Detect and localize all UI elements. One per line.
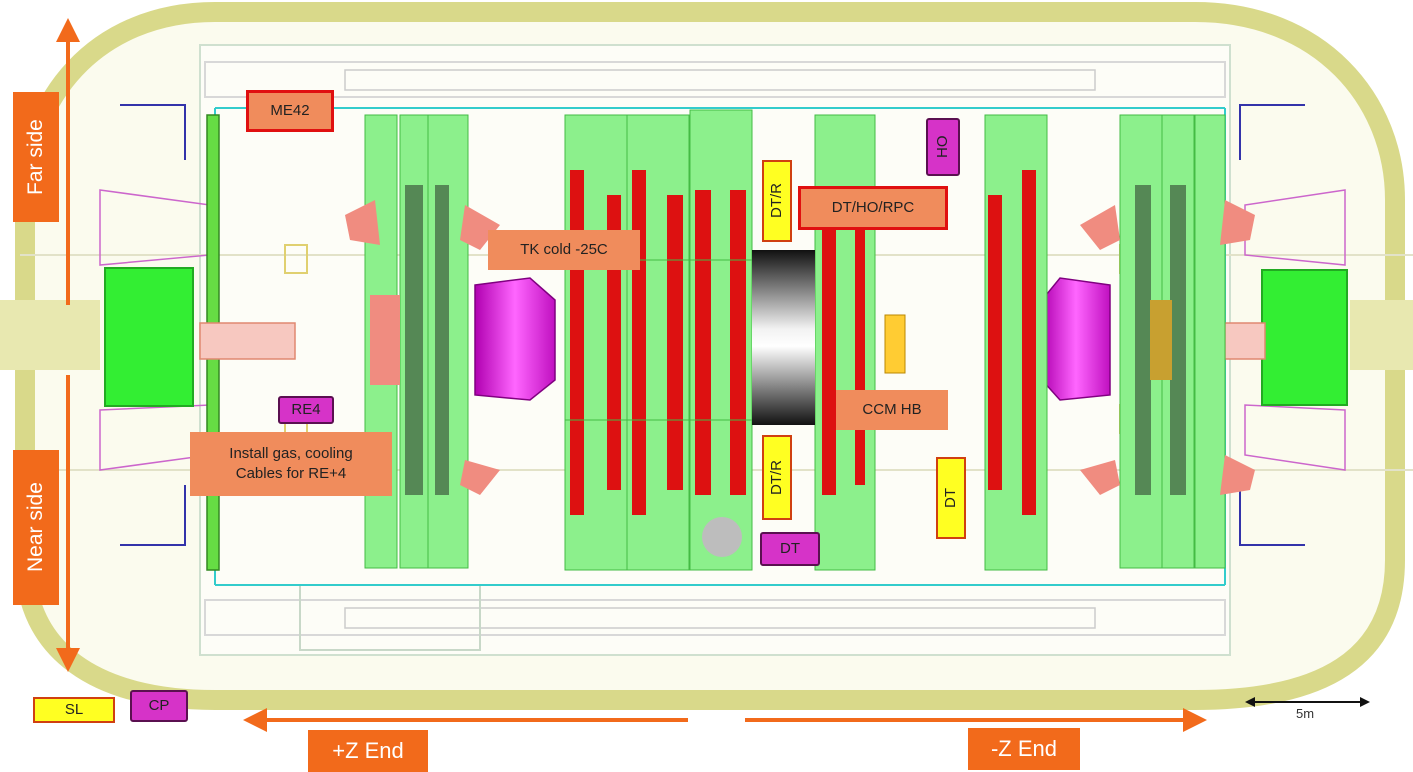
dt-r-top-label: DT/R <box>762 160 792 242</box>
ho-label: HO <box>926 118 960 176</box>
rail-left <box>199 322 296 360</box>
rail-right <box>1224 322 1266 360</box>
tk-cold-label: TK cold -25C <box>488 230 640 270</box>
minus-z-end-label: -Z End <box>968 728 1080 770</box>
install-gas-label: Install gas, cooling Cables for RE+4 <box>190 432 392 496</box>
me42-label: ME42 <box>246 90 334 132</box>
tracker-endcap-left <box>474 277 556 401</box>
tracker-endcap-right <box>1041 277 1111 401</box>
scale-label: 5m <box>1295 706 1315 722</box>
legend-cp: CP <box>130 690 188 722</box>
ccm-hb-label: CCM HB <box>836 390 948 430</box>
endcap-minus-z <box>1080 114 1255 569</box>
dt-bottom-label: DT <box>760 532 820 566</box>
dt-ho-rpc-label: DT/HO/RPC <box>798 186 948 230</box>
hb-stack <box>884 314 906 374</box>
dt-right-label: DT <box>936 457 966 539</box>
forward-shield-left <box>104 267 194 407</box>
plus-z-end-label: +Z End <box>308 730 428 772</box>
re4-label: RE4 <box>278 396 334 424</box>
grey-disc <box>702 517 742 557</box>
far-side-label: Far side <box>13 92 59 222</box>
near-side-label: Near side <box>13 450 59 605</box>
dt-r-bottom-label: DT/R <box>762 435 792 520</box>
legend-sl: SL <box>33 697 115 723</box>
forward-shield-right <box>1261 269 1348 406</box>
ccm-solenoid-coil <box>752 250 815 425</box>
